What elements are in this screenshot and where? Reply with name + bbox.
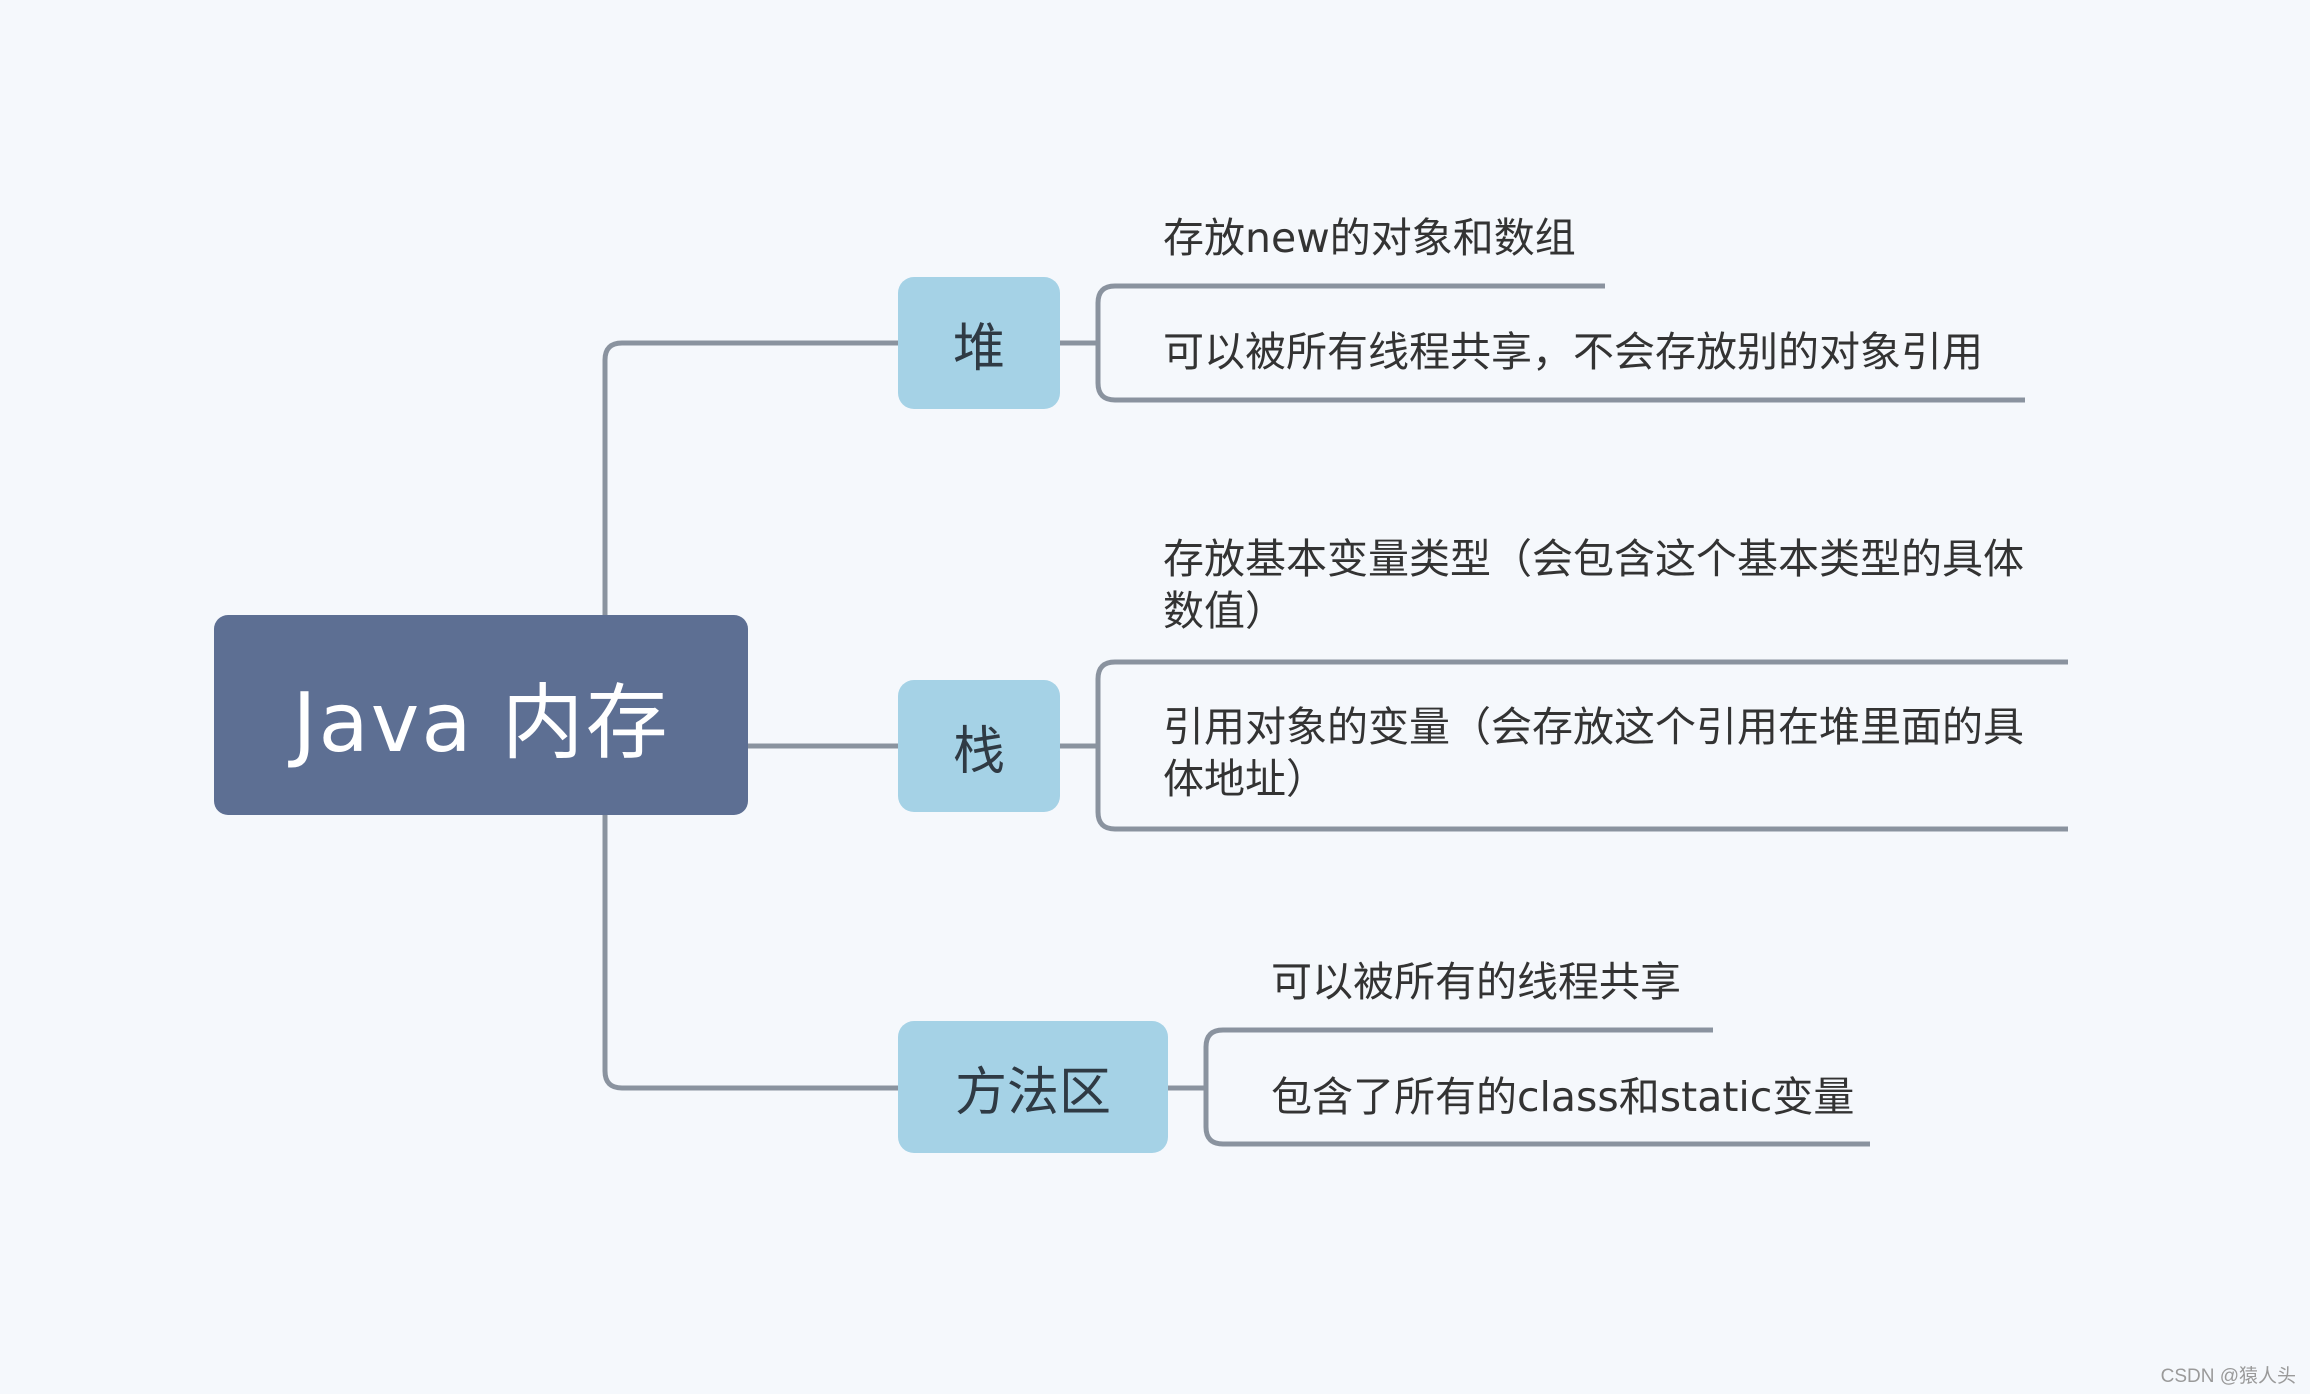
leaf-heap-new-objects[interactable]: 存放new的对象和数组 (1163, 214, 1576, 262)
branch-node-label: 堆 (952, 318, 1005, 379)
branch-node-label: 方法区 (954, 1062, 1111, 1123)
leaf-stack-reference-vars[interactable]: 引用对象的变量（会存放这个引用在堆里面的具体地址） (1163, 703, 2024, 803)
connector-root-heap (602, 340, 898, 615)
branch-node-stack[interactable]: 栈 (898, 680, 1060, 812)
bracket-method (1203, 1027, 1870, 1147)
watermark: CSDN @猿人头 (2160, 1366, 2296, 1387)
leaf-heap-shared[interactable]: 可以被所有线程共享，不会存放别的对象引用 (1163, 328, 1983, 376)
bracket-heap (1095, 283, 2025, 403)
root-node-java-memory[interactable]: Java 内存 (214, 615, 748, 815)
root-node-label: Java 内存 (292, 675, 670, 771)
connector-root-method (602, 815, 898, 1091)
leaf-method-shared[interactable]: 可以被所有的线程共享 (1271, 958, 1681, 1006)
branch-node-method-area[interactable]: 方法区 (898, 1021, 1168, 1153)
leaf-method-class-static[interactable]: 包含了所有的class和static变量 (1271, 1073, 1855, 1121)
branch-node-label: 栈 (952, 721, 1005, 782)
branch-node-heap[interactable]: 堆 (898, 277, 1060, 409)
leaf-stack-primitive-types[interactable]: 存放基本变量类型（会包含这个基本类型的具体数值） (1163, 535, 2024, 635)
bracket-stack (1095, 659, 2068, 832)
